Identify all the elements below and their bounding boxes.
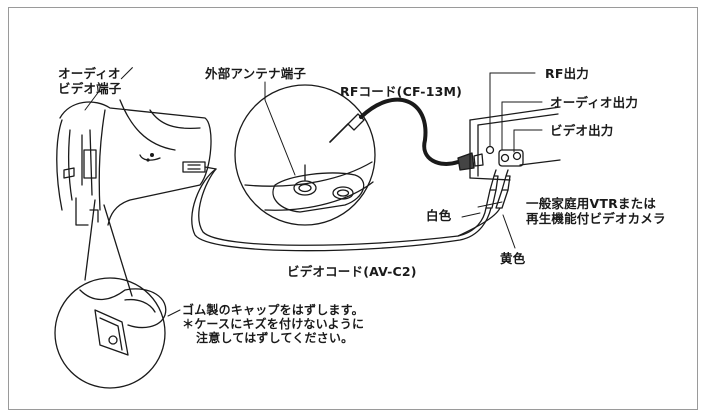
audio-video-terminal-label: オーディオ／ ビデオ端子 bbox=[58, 66, 134, 96]
diagram-frame bbox=[8, 7, 698, 410]
external-antenna-terminal-label: 外部アンテナ端子 bbox=[205, 66, 307, 81]
note-line: ゴム製のキャップをはずします。 bbox=[182, 303, 364, 317]
zoom-circle-cap bbox=[54, 277, 167, 389]
rf-output-label: RF出力 bbox=[545, 66, 589, 81]
audio-output-label: オーディオ出力 bbox=[550, 95, 639, 110]
note-line: ＊ケースにキズを付けないように bbox=[182, 317, 365, 331]
vtr-camera-label: 一般家庭用VTRまたは 再生機能付ビデオカメラ bbox=[526, 196, 666, 226]
white-plug-label: 白色 bbox=[426, 208, 452, 223]
zoom-circle-antenna bbox=[234, 84, 376, 226]
note-line: 注意してはずしてください。 bbox=[196, 331, 354, 345]
rf-cord-label: RFコード(CF-13M) bbox=[340, 84, 463, 99]
camera-body bbox=[56, 99, 212, 226]
video-cord bbox=[191, 168, 501, 252]
vtr-box bbox=[469, 106, 561, 181]
cap-removal-note: ゴム製のキャップをはずします。 ＊ケースにキズを付けないように 注意してはずして… bbox=[182, 303, 364, 345]
video-output-label: ビデオ出力 bbox=[550, 123, 614, 138]
yellow-plug-label: 黄色 bbox=[500, 251, 526, 266]
video-cord-label: ビデオコード(AV-C2) bbox=[287, 264, 417, 279]
av-plug bbox=[182, 161, 217, 173]
rca-plugs bbox=[485, 169, 511, 209]
rf-cord bbox=[329, 97, 484, 171]
leader-lines bbox=[84, 72, 543, 317]
